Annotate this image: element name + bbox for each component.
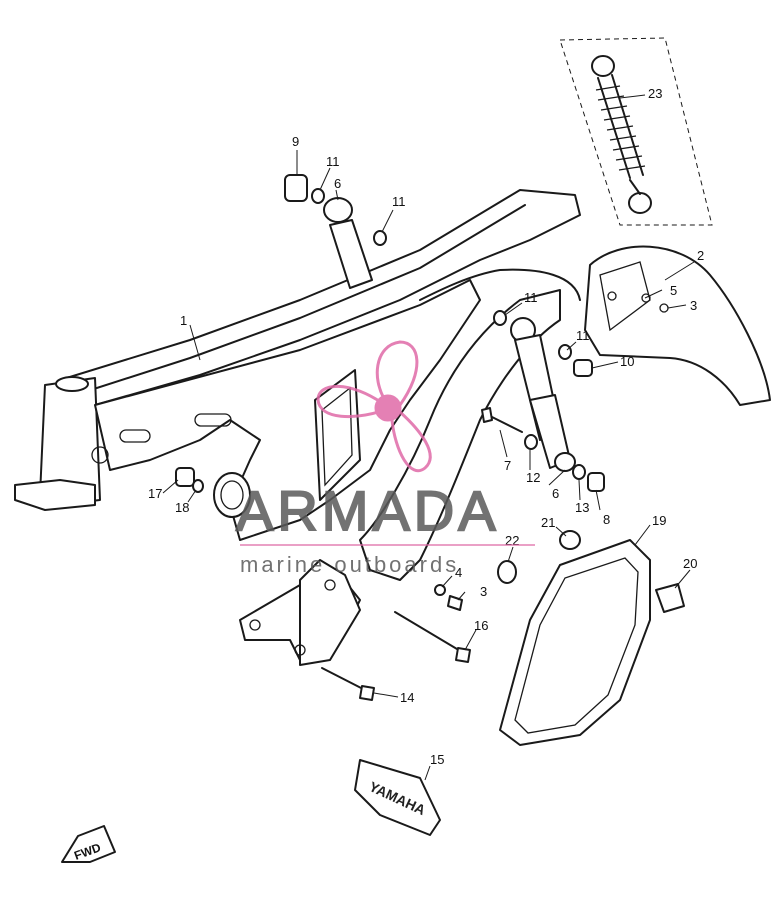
washer-18: [192, 479, 204, 493]
collar-10: [573, 359, 593, 377]
part-label: 1: [180, 313, 187, 328]
cap-20: [655, 583, 685, 613]
shock-bushing-9: [284, 174, 308, 202]
bolt-14: [321, 667, 375, 701]
part-label: 9: [292, 134, 299, 149]
washer-11: [311, 188, 572, 360]
part-label: 19: [652, 513, 666, 528]
bolt-3-lower: [434, 584, 463, 611]
part-label: 11: [392, 194, 406, 209]
part-label: 20: [683, 556, 697, 571]
bushing-17: [175, 467, 195, 487]
part-number-labels: 1 2 3 3 4 5 6 6 7 8 9 10 11 11 11 11 12 …: [148, 86, 704, 767]
part-label: 8: [603, 512, 610, 527]
part-label: 18: [175, 500, 189, 515]
frame-assembly: [14, 189, 581, 666]
yamaha-decal-15: YAMAHA: [354, 759, 441, 836]
part-label: 6: [552, 486, 559, 501]
cap-nut-8: [587, 472, 605, 492]
part-label: 16: [474, 618, 488, 633]
part-label: 7: [504, 458, 511, 473]
fwd-direction-arrow: FWD: [61, 825, 116, 863]
part-label: 10: [620, 354, 634, 369]
part-label: 12: [526, 470, 540, 485]
shock-absorber-rear: [510, 317, 576, 472]
part-label: 3: [690, 298, 697, 313]
side-cover-19: [499, 539, 651, 746]
pivot-bolt-16: [394, 611, 471, 663]
part-label: 2: [697, 248, 704, 263]
watermark-tagline: marine outboards: [240, 552, 459, 577]
grommet-22: [497, 560, 517, 584]
rear-shock-absorber-23: [559, 37, 713, 226]
part-label: 23: [648, 86, 662, 101]
bolt-7: [481, 407, 523, 433]
armada-watermark: ARMADA marine outboards: [235, 340, 535, 577]
part-label: 15: [430, 752, 444, 767]
rear-fender-2: [584, 245, 771, 406]
armada-propeller-logo: [316, 340, 432, 472]
shock-absorber-upper-6: [323, 197, 373, 289]
part-label: 14: [400, 690, 414, 705]
part-label: 17: [148, 486, 162, 501]
part-label: 5: [670, 283, 677, 298]
part-label: 13: [575, 500, 589, 515]
part-label: 21: [541, 515, 555, 530]
part-label: 11: [524, 290, 538, 305]
part-label: 11: [326, 154, 340, 169]
leader-lines: [162, 94, 695, 781]
watermark-brand: ARMADA: [236, 479, 500, 542]
part-label: 3: [480, 584, 487, 599]
part-label: 11: [576, 328, 590, 343]
washer-13: [572, 464, 586, 480]
part-label: 6: [334, 176, 341, 191]
part-label: 4: [455, 565, 462, 580]
washer-12: [524, 434, 538, 450]
